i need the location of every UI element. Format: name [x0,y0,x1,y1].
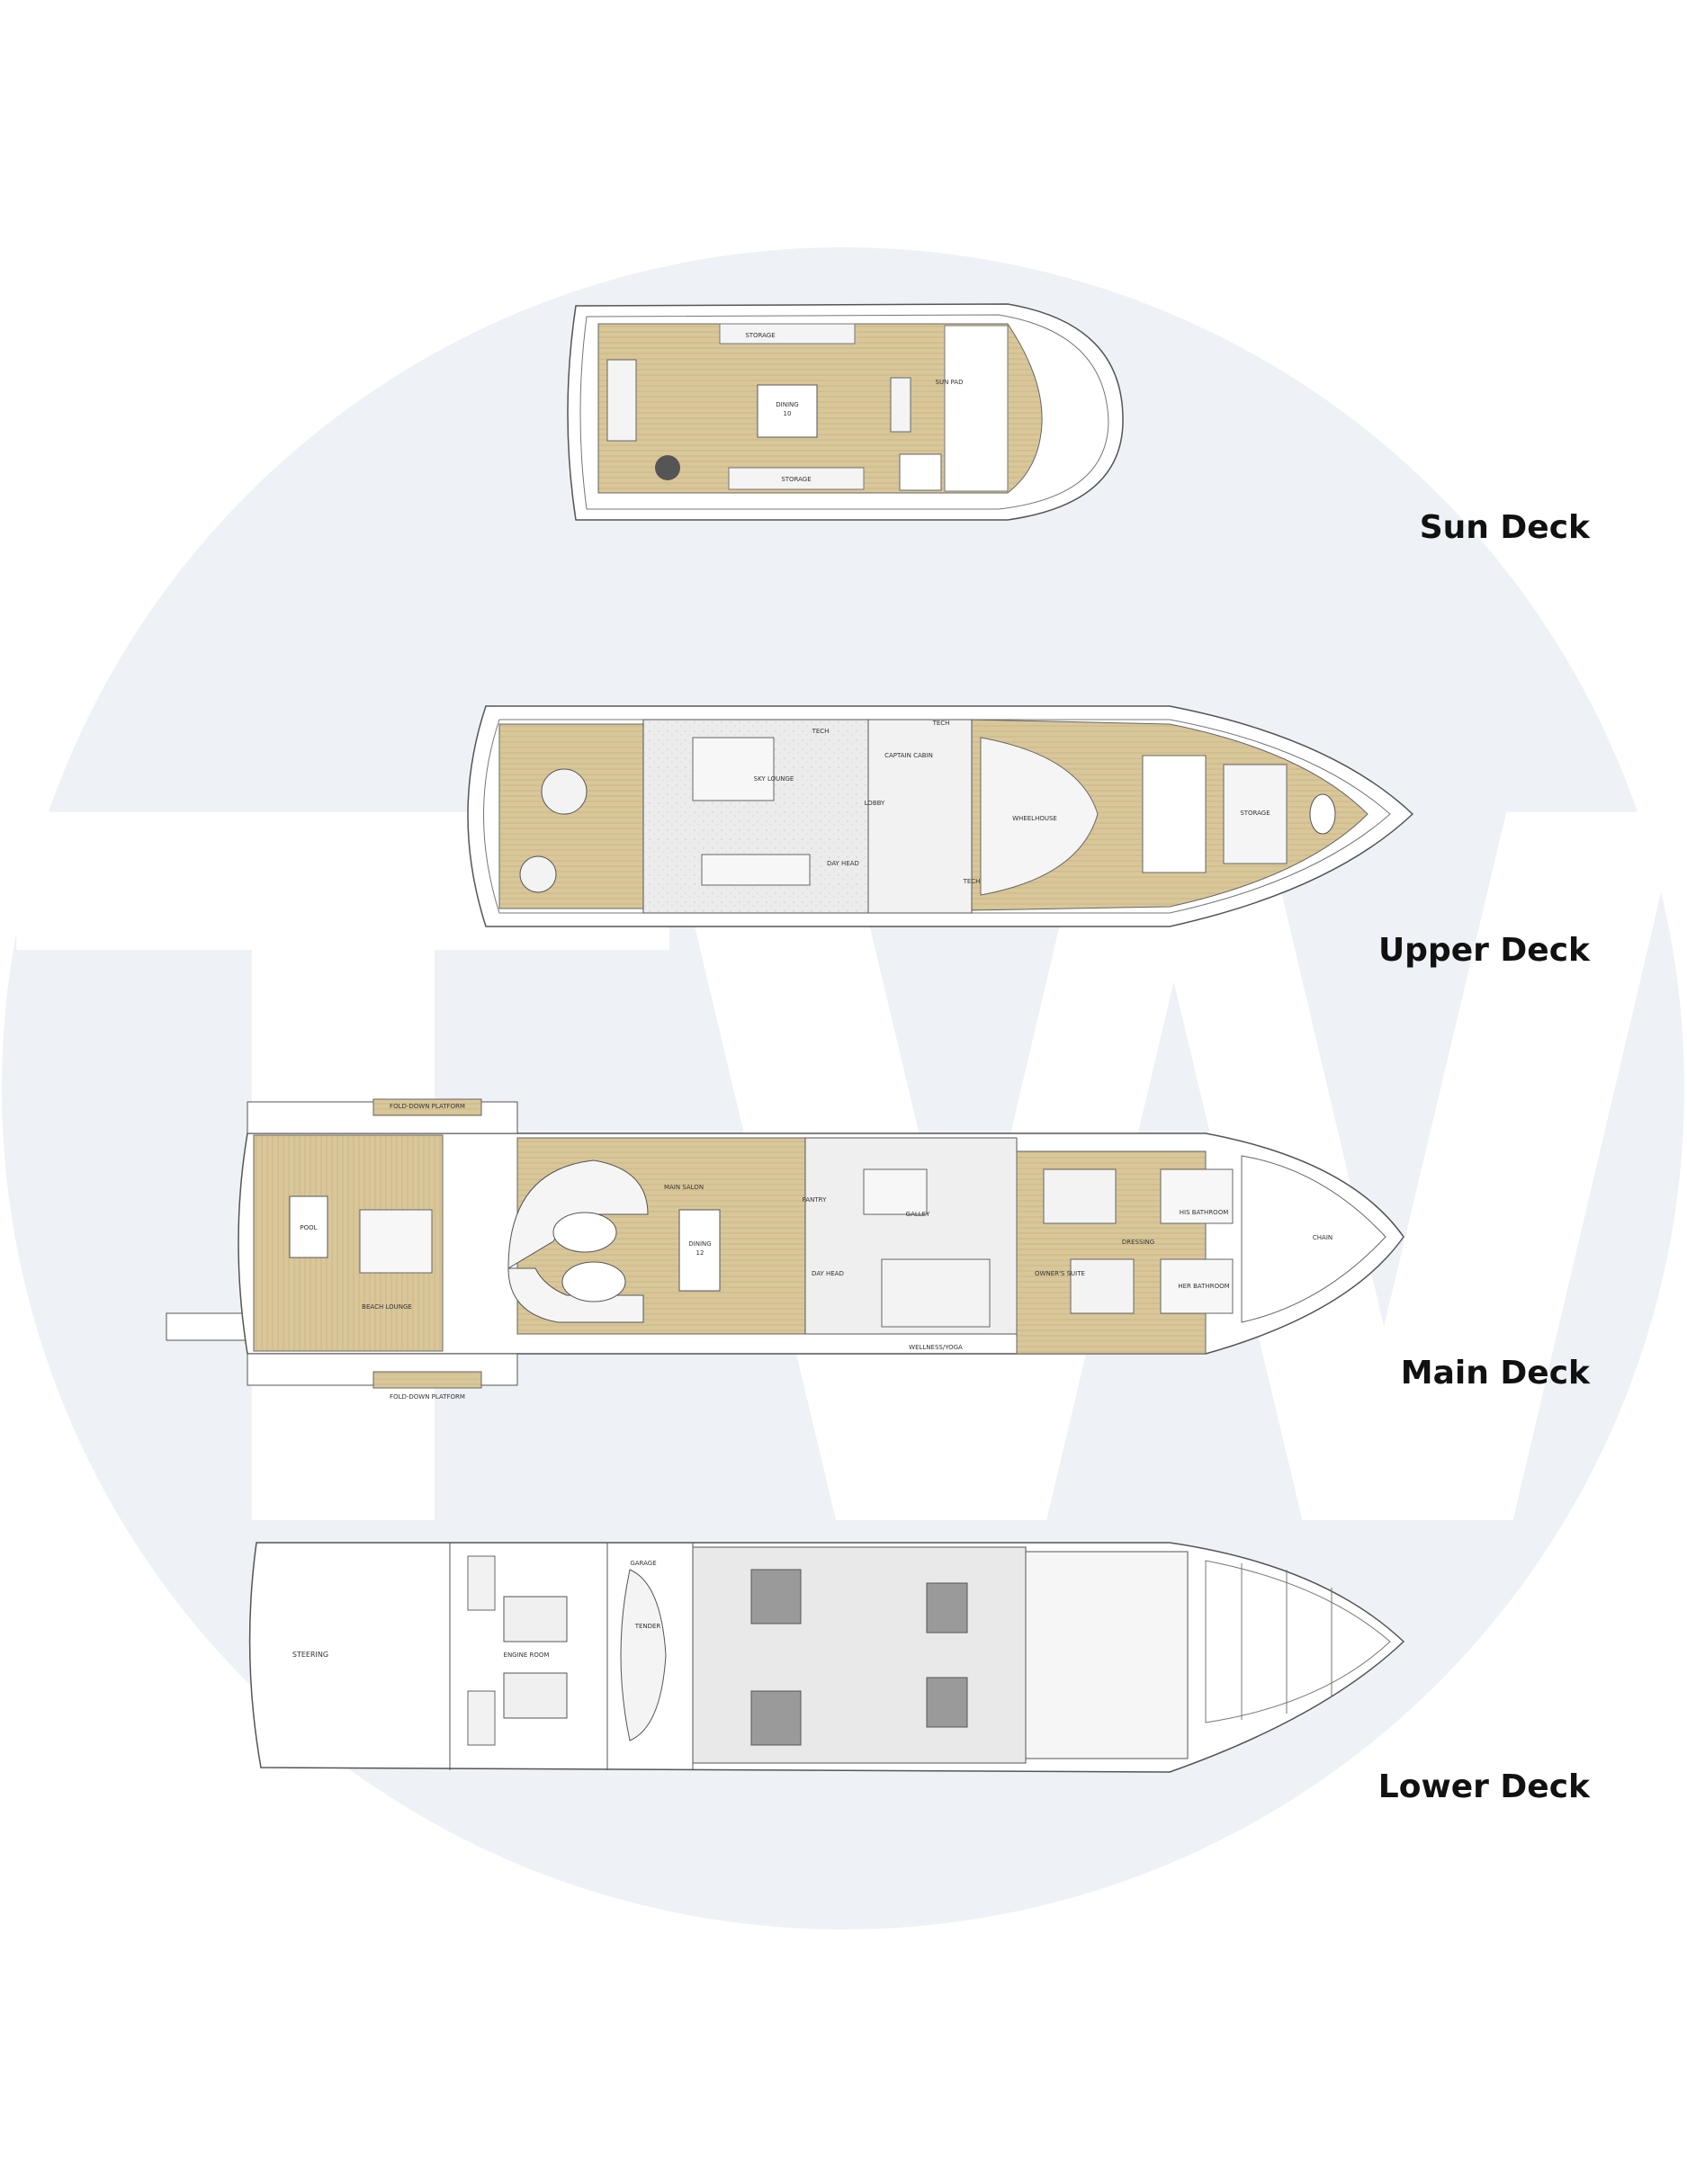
main-deck-fold-bottom-label: FOLD-DOWN PLATFORM [390,1393,465,1401]
main-deck-owners-suite-label: OWNER'S SUITE [1035,1270,1085,1277]
main-deck-title: Main Deck [1400,1355,1590,1392]
upper-deck-tech3-label: TECH [963,878,981,885]
upper-deck-title: Upper Deck [1377,932,1590,969]
upper-deck-lobby-label: LOBBY [865,800,885,807]
main-deck-dressing-label: DRESSING [1122,1239,1154,1246]
main-deck-pantry-label: PANTRY [803,1196,827,1204]
main-deck-day-head-label: DAY HEAD [812,1270,844,1277]
lower-deck-garage-label: GARAGE [630,1560,656,1567]
upper-deck-tech1-label: TECH [812,728,830,735]
sun-deck-title: Sun Deck [1419,509,1590,546]
upper-deck-plan: TECH TECH CAPTAIN CABIN SKY LOUNGE LOBBY… [467,705,1414,927]
upper-deck-wheelhouse-label: WHEELHOUSE [1012,815,1057,822]
upper-deck-storage-label: STORAGE [1240,810,1270,817]
upper-deck-sky-lounge-label: SKY LOUNGE [754,775,794,783]
main-deck-her-bath-label: HER BATHROOM [1178,1283,1229,1290]
main-deck-dining-seats-label: 12 [696,1249,704,1257]
lower-deck-tender-label: TENDER [634,1623,661,1630]
sun-deck-sunpad-label: SUN PAD [936,379,964,386]
main-deck-main-salon-label: MAIN SALON [664,1184,704,1191]
upper-deck-captain-label: CAPTAIN CABIN [884,752,933,759]
lower-deck-steering-label: STEERING [292,1651,328,1659]
lower-deck-title: Lower Deck [1377,1768,1590,1805]
sun-deck-storage-top-label: STORAGE [745,332,775,339]
sun-deck-storage-bottom-label: STORAGE [781,476,811,483]
watermark-circle [2,247,1684,1929]
main-deck-chain-label: CHAIN [1313,1234,1333,1241]
main-deck-dining-label: DINING [688,1240,711,1248]
main-deck-plan: FOLD-DOWN PLATFORM FOLD-DOWN PLATFORM PO… [166,1098,1404,1401]
lower-deck-engine-room-label: ENGINE ROOM [504,1651,550,1659]
main-deck-fold-top-label: FOLD-DOWN PLATFORM [390,1103,465,1110]
upper-deck-tech2-label: TECH [932,720,950,727]
lower-deck-plan: STEERING ENGINE ROOM GARAGE TENDER [248,1542,1405,1773]
sun-deck-plan: STORAGE DINING 10 SUN PAD STORAGE [567,303,1124,521]
main-deck-pool-label: POOL [300,1224,317,1231]
sun-deck-dining-seats-label: 10 [784,410,792,417]
sun-deck-dining-label: DINING [776,401,798,408]
main-deck-his-bath-label: HIS BATHROOM [1180,1209,1229,1216]
upper-deck-day-head-label: DAY HEAD [827,860,859,867]
main-deck-beach-lounge-label: BEACH LOUNGE [362,1303,412,1311]
main-deck-wellness-label: WELLNESS/YOGA [909,1344,963,1351]
main-deck-galley-label: GALLEY [906,1211,930,1218]
